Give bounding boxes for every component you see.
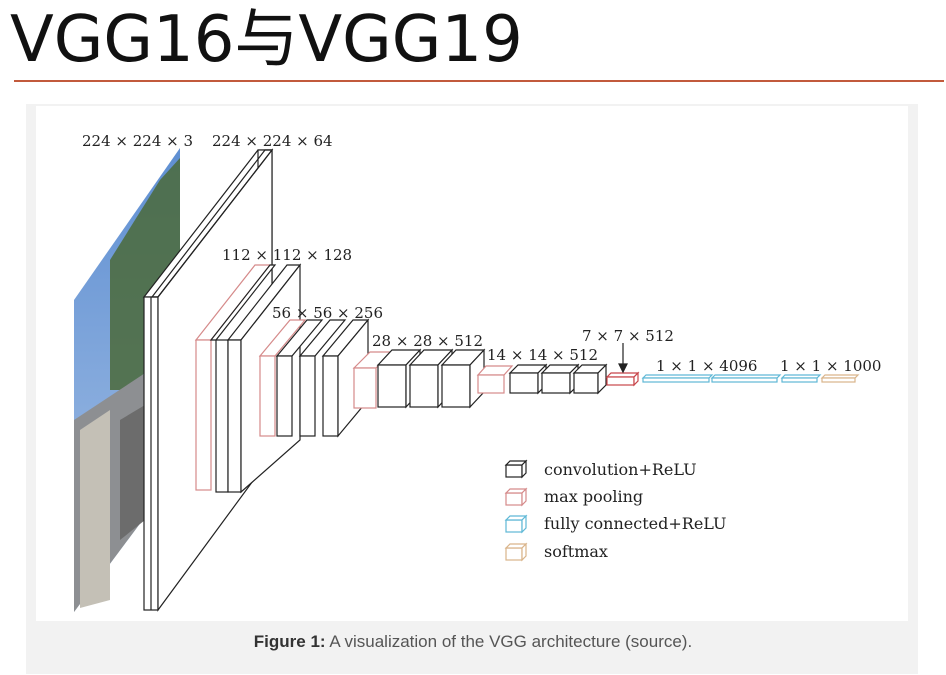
legend-softmax-label: softmax [544, 542, 608, 561]
label-softmax: 1 × 1 × 1000 [780, 357, 881, 375]
legend-fc-icon [504, 514, 528, 534]
legend-pool-icon [504, 487, 528, 507]
label-conv5: 14 × 14 × 512 [487, 346, 598, 364]
legend-conv-label: convolution+ReLU [544, 460, 697, 479]
label-conv4: 28 × 28 × 512 [372, 332, 483, 350]
legend: convolution+ReLU max pooling fully conne… [504, 459, 727, 562]
legend-fc-label: fully connected+ReLU [544, 514, 727, 533]
figure-caption-label: Figure 1: [253, 632, 326, 651]
label-conv3: 56 × 56 × 256 [272, 304, 383, 322]
softmax-layer [820, 374, 860, 383]
label-pool5: 7 × 7 × 512 [582, 327, 674, 345]
label-conv1: 224 × 224 × 64 [212, 132, 333, 150]
label-input: 224 × 224 × 3 [82, 132, 193, 150]
legend-softmax-icon [504, 542, 528, 562]
figure-caption-text: A visualization of the VGG architecture … [325, 632, 693, 651]
fc-layers [641, 374, 822, 383]
conv5-block [476, 363, 608, 395]
pool5-block [605, 371, 640, 387]
legend-conv-icon [504, 459, 528, 479]
label-conv2: 112 × 112 × 128 [222, 246, 352, 264]
pool5-arrow [618, 343, 628, 374]
conv3-block [258, 318, 370, 438]
legend-pool-label: max pooling [544, 487, 643, 506]
slide-title: VGG16与VGG19 [10, 3, 523, 77]
conv4-block [352, 348, 486, 409]
label-fc: 1 × 1 × 4096 [656, 357, 757, 375]
title-divider [14, 80, 944, 82]
figure-caption: Figure 1: A visualization of the VGG arc… [0, 632, 946, 652]
